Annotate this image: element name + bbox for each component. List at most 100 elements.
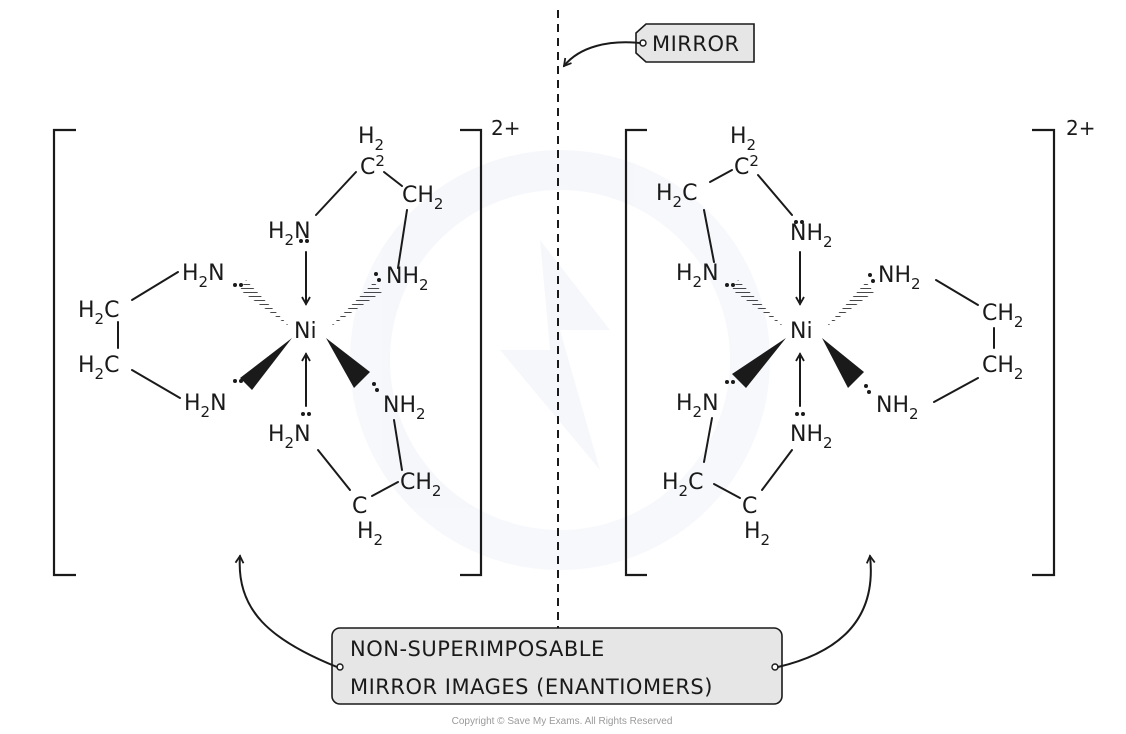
watermark-logo bbox=[350, 150, 770, 570]
left-bracket-close bbox=[460, 128, 483, 577]
atom-h: H bbox=[268, 422, 285, 447]
atom-h: H bbox=[78, 353, 95, 378]
atom-h: H bbox=[184, 391, 201, 416]
subscript-2: 2 bbox=[673, 193, 683, 211]
atom-c: C bbox=[352, 494, 367, 519]
right-bracket-close bbox=[1032, 128, 1056, 577]
atom-nh: NH bbox=[790, 221, 823, 246]
solid-wedge bbox=[240, 338, 292, 390]
subscript-2: 2 bbox=[823, 434, 833, 452]
subscript-2: 2 bbox=[434, 195, 444, 213]
subscript-2: 2 bbox=[911, 275, 921, 293]
atom-c: C bbox=[734, 155, 749, 180]
atom-h: H bbox=[730, 124, 747, 149]
subscript-2: 2 bbox=[416, 405, 426, 423]
atom-c: C bbox=[742, 494, 757, 519]
subscript-2: 2 bbox=[285, 434, 295, 452]
subscript-2: 2 bbox=[419, 276, 429, 294]
svg-text:NH2: NH2 bbox=[383, 393, 426, 423]
subscript-2: 2 bbox=[909, 405, 919, 423]
svg-text:H2: H2 bbox=[744, 519, 770, 549]
atom-n: N bbox=[208, 261, 224, 286]
svg-text:Ni: Ni bbox=[790, 319, 813, 344]
left-pointer-arrow bbox=[234, 554, 338, 668]
solid-wedge bbox=[822, 338, 864, 388]
svg-text:H2C: H2C bbox=[656, 181, 697, 211]
atom-nh: NH bbox=[876, 393, 909, 418]
atom-h: H bbox=[358, 124, 375, 149]
svg-text:C2: C2 bbox=[360, 152, 385, 180]
svg-text:Ni: Ni bbox=[294, 319, 317, 344]
svg-text:CH2: CH2 bbox=[402, 183, 443, 213]
subscript-2: 2 bbox=[823, 233, 833, 251]
svg-text:NH2: NH2 bbox=[790, 221, 833, 251]
solid-wedge bbox=[326, 338, 370, 388]
subscript-2: 2 bbox=[679, 482, 689, 500]
svg-text:H2C: H2C bbox=[662, 470, 703, 500]
hashed-wedge bbox=[330, 282, 382, 327]
hashed-wedge bbox=[732, 280, 784, 327]
subscript-2: 2 bbox=[375, 152, 385, 170]
left-enantiomer: 2+ Ni H2N H2 C2 CH2 NH2 H2N bbox=[52, 116, 520, 577]
svg-text:H2N: H2N bbox=[676, 391, 719, 421]
svg-text:H2: H2 bbox=[357, 519, 383, 549]
atom-h: H bbox=[662, 470, 679, 495]
copyright-text: Copyright © Save My Exams. All Rights Re… bbox=[452, 716, 673, 727]
caption-box: NON-SUPERIMPOSABLE MIRROR IMAGES (ENANTI… bbox=[234, 554, 876, 705]
svg-text:H2N: H2N bbox=[676, 261, 719, 291]
atom-h: H bbox=[268, 219, 285, 244]
svg-text:CH2: CH2 bbox=[982, 301, 1023, 331]
atom-c: C bbox=[688, 470, 703, 495]
subscript-2: 2 bbox=[201, 403, 211, 421]
svg-text:H2: H2 bbox=[730, 124, 756, 154]
subscript-2: 2 bbox=[1014, 313, 1024, 331]
right-enantiomer: 2+ Ni NH2 H2 C2 H2C H2N NH2 bbox=[624, 116, 1095, 577]
svg-text:NH2: NH2 bbox=[878, 263, 921, 293]
svg-text:H2: H2 bbox=[358, 124, 384, 154]
atom-nh: NH bbox=[386, 264, 419, 289]
svg-text:NH2: NH2 bbox=[876, 393, 919, 423]
caption-line-1: NON-SUPERIMPOSABLE bbox=[350, 637, 605, 661]
atom-nh: NH bbox=[878, 263, 911, 288]
atom-n: N bbox=[294, 422, 310, 447]
subscript-2: 2 bbox=[432, 482, 442, 500]
svg-text:H2C: H2C bbox=[78, 353, 119, 383]
svg-text:CH2: CH2 bbox=[400, 470, 441, 500]
svg-text:H2N: H2N bbox=[268, 422, 311, 452]
subscript-2: 2 bbox=[375, 136, 385, 154]
atom-h: H bbox=[676, 391, 693, 416]
mirror-tag: MIRROR bbox=[562, 23, 755, 68]
atom-c: C bbox=[104, 353, 119, 378]
caption-line-2: MIRROR IMAGES (ENANTIOMERS) bbox=[350, 675, 713, 699]
svg-text:NH2: NH2 bbox=[386, 264, 429, 294]
atom-n: N bbox=[294, 219, 310, 244]
atom-h: H bbox=[656, 181, 673, 206]
subscript-2: 2 bbox=[1014, 365, 1024, 383]
atom-c: C bbox=[104, 298, 119, 323]
hashed-wedge bbox=[826, 282, 874, 327]
subscript-2: 2 bbox=[374, 531, 384, 549]
svg-text:C: C bbox=[742, 494, 757, 519]
subscript-2: 2 bbox=[747, 136, 757, 154]
atom-c: C bbox=[360, 155, 375, 180]
atom-h: H bbox=[78, 298, 95, 323]
subscript-2: 2 bbox=[761, 531, 771, 549]
svg-text:NH2: NH2 bbox=[790, 422, 833, 452]
atom-nh: NH bbox=[383, 393, 416, 418]
subscript-2: 2 bbox=[749, 152, 759, 170]
atom-h: H bbox=[357, 519, 374, 544]
atom-h: H bbox=[744, 519, 761, 544]
right-ni-atom: Ni bbox=[790, 319, 813, 344]
right-bracket-open bbox=[624, 128, 647, 577]
subscript-2: 2 bbox=[285, 231, 295, 249]
left-ni-atom: Ni bbox=[294, 319, 317, 344]
svg-text:H2N: H2N bbox=[182, 261, 225, 291]
atom-n: N bbox=[702, 391, 718, 416]
atom-ch: CH bbox=[402, 183, 434, 208]
solid-wedge bbox=[732, 338, 786, 388]
svg-text:H2N: H2N bbox=[268, 219, 311, 249]
atom-n: N bbox=[210, 391, 226, 416]
subscript-2: 2 bbox=[693, 403, 703, 421]
left-charge: 2+ bbox=[491, 116, 520, 140]
